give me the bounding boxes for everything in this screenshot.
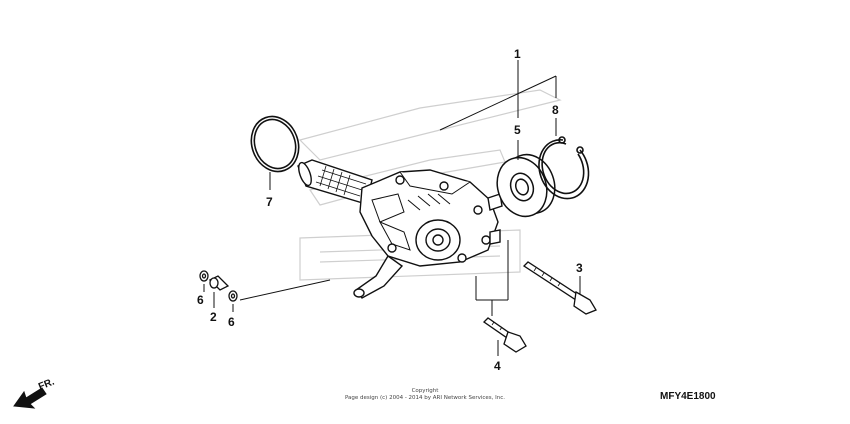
plug-part-2[interactable]	[208, 275, 230, 291]
callout-4: 4	[494, 359, 501, 373]
callout-2: 2	[210, 310, 217, 324]
figure-code: MFY4E1800	[660, 391, 716, 402]
washer-part-6b[interactable]	[228, 290, 238, 302]
callout-1: 1	[514, 47, 521, 61]
snap-ring-part-8[interactable]	[538, 136, 590, 200]
callout-7: 7	[266, 195, 273, 209]
copyright-title: Copyright	[411, 388, 439, 394]
housing-assembly-part-1[interactable]	[296, 159, 503, 299]
callout-5: 5	[514, 123, 521, 137]
leader-lines	[203, 60, 581, 356]
bolt-part-4[interactable]	[482, 317, 527, 353]
callout-6a: 6	[197, 293, 204, 307]
copyright-notice: Page design (c) 2004 - 2014 by ARI Netwo…	[344, 395, 506, 401]
direction-label: FR.	[37, 376, 56, 392]
callout-6b: 6	[228, 315, 235, 329]
callout-3: 3	[576, 261, 583, 275]
washer-part-6a[interactable]	[199, 270, 209, 282]
front-direction-arrow-icon: FR.	[13, 376, 56, 409]
bearing-part-5[interactable]	[489, 148, 563, 224]
callout-8: 8	[552, 103, 559, 117]
bolt-part-3[interactable]	[522, 261, 597, 315]
o-ring-part-7[interactable]	[244, 110, 306, 178]
